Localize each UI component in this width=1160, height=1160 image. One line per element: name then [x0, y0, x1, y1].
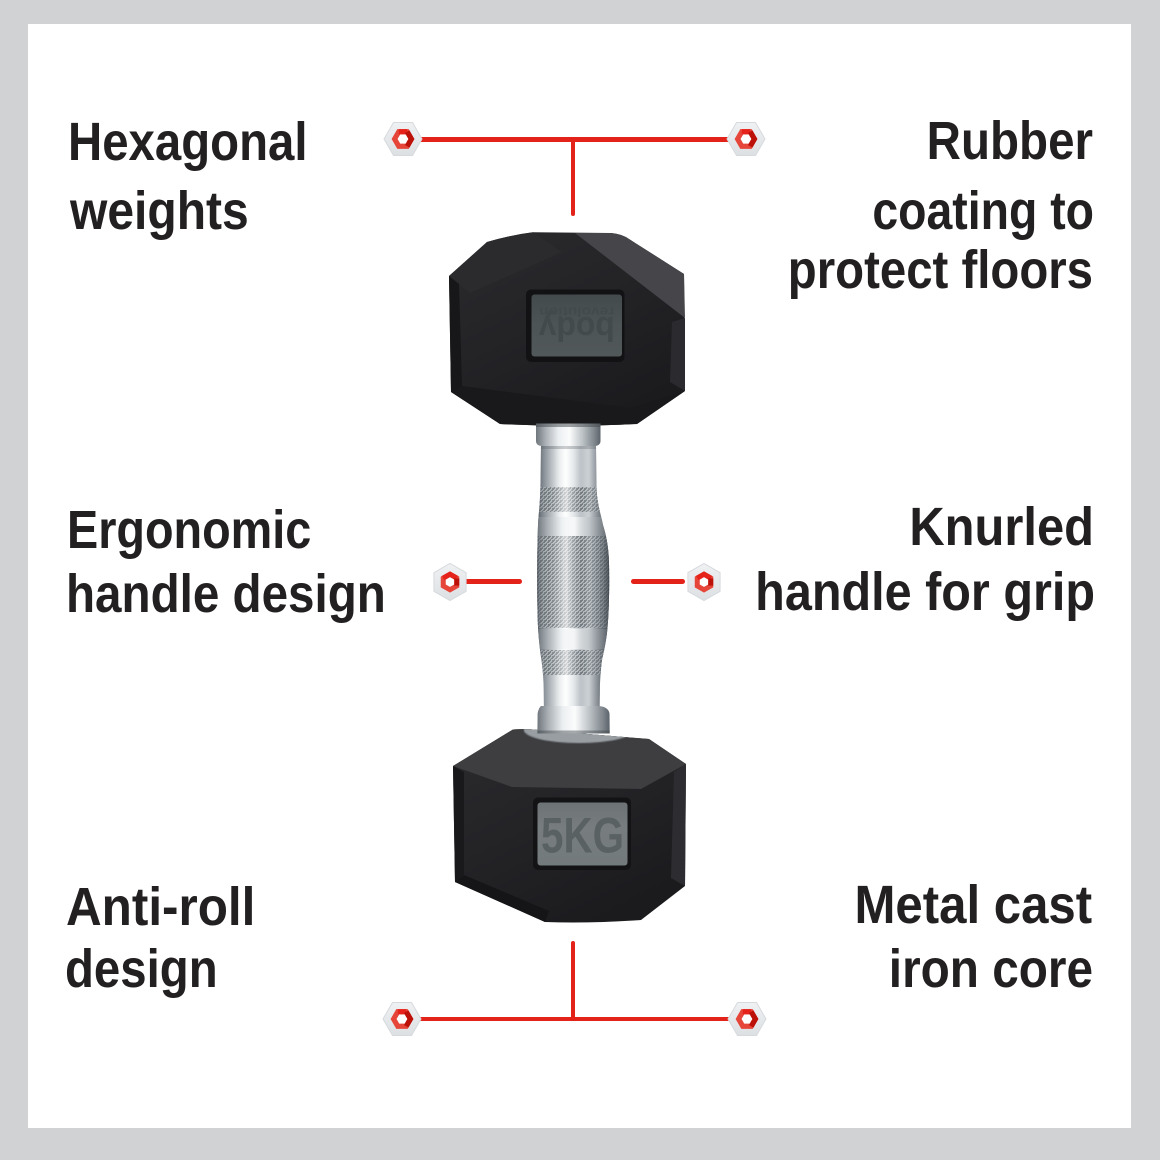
svg-text:revolution: revolution [539, 305, 614, 319]
svg-text:body: body [539, 309, 615, 347]
svg-text:5KG: 5KG [541, 808, 624, 864]
